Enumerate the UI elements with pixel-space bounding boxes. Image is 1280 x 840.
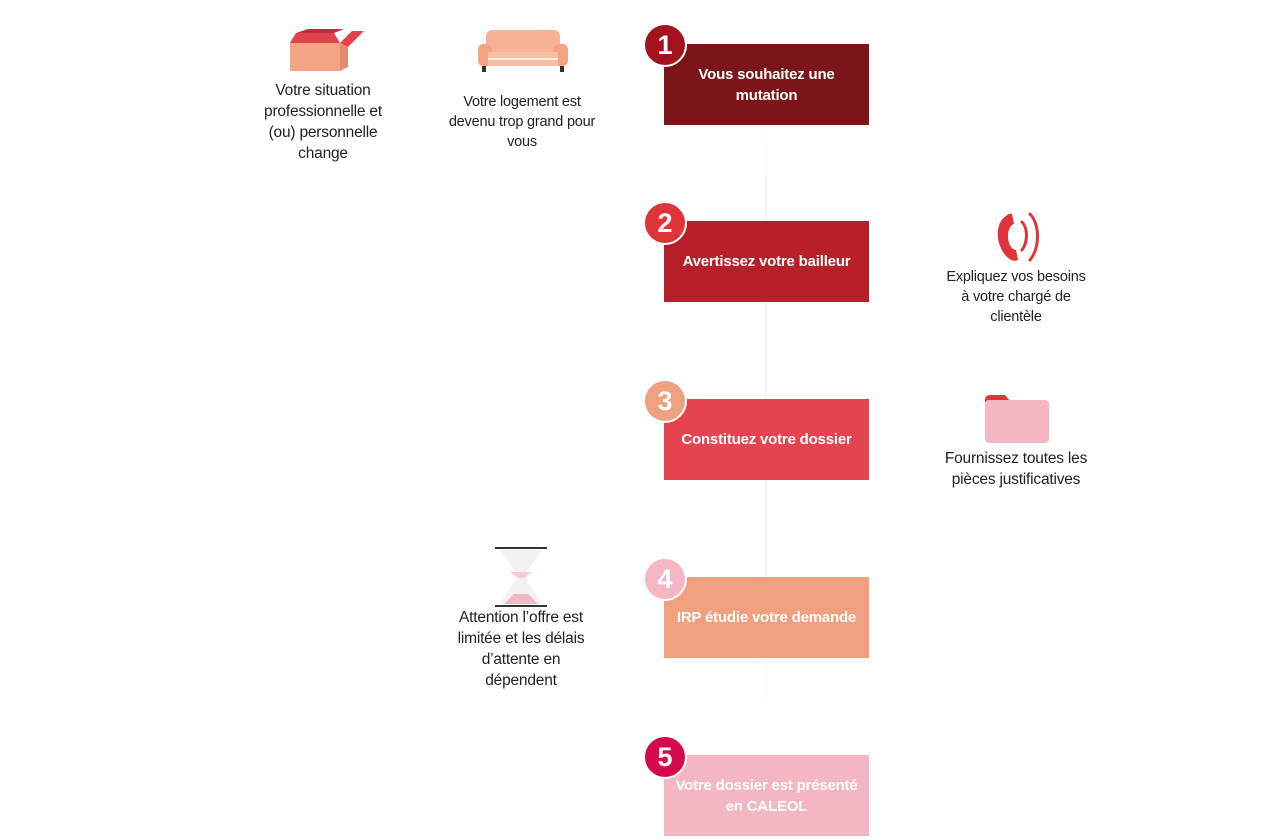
step-1-number: 1	[643, 23, 687, 67]
step-3-box: Constituez votre dossier	[664, 399, 869, 480]
step-2-label: Avertissez votre bailleur	[682, 253, 851, 270]
step-1-label: Vous souhaitez une mutation	[698, 65, 835, 104]
folder-icon	[983, 394, 1051, 449]
step-4-number: 4	[643, 557, 687, 601]
note-besoins: Expliquez vos besoins à votre chargé de …	[946, 269, 1086, 325]
step-2-number: 2	[643, 201, 687, 245]
step-1-box: Vous souhaitez une mutation	[664, 44, 869, 125]
note-logement: Votre logement est devenu trop grand pou…	[448, 94, 596, 150]
step-2-box: Avertissez votre bailleur	[664, 221, 869, 302]
step-4-box: IRP étudie votre demande	[664, 577, 869, 658]
step-3-label: Constituez votre dossier	[681, 431, 852, 448]
hourglass-icon	[494, 546, 548, 613]
sofa-icon	[474, 28, 572, 79]
phone-icon	[992, 208, 1044, 271]
step-5-number: 5	[643, 735, 687, 779]
step-5-label: Votre dossier est présenté en CALEOL	[675, 776, 858, 815]
step-4-label: IRP étudie votre demande	[676, 609, 857, 626]
note-pieces: Fournissez toutes les pièces justificati…	[944, 450, 1088, 488]
step-3-number: 3	[643, 379, 687, 423]
note-situation: Votre situation professionnelle et (ou) …	[264, 82, 382, 162]
box-icon	[286, 27, 366, 78]
note-attention: Attention l’offre est limitée et les dél…	[457, 609, 585, 689]
step-5-box: Votre dossier est présenté en CALEOL	[664, 755, 869, 836]
